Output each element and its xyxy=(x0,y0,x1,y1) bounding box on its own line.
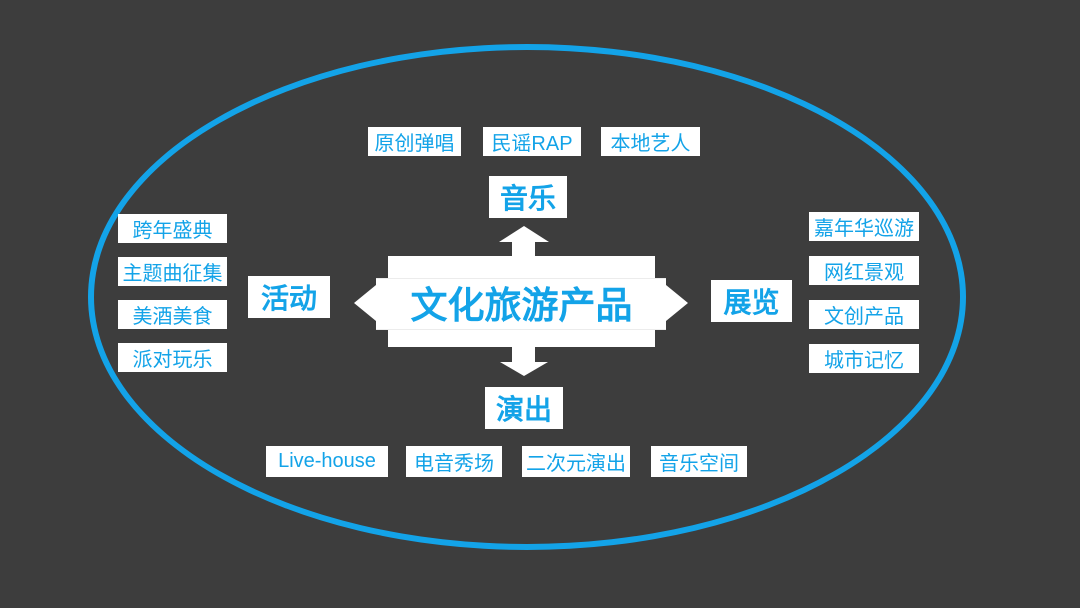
activity-item-newyear-gala: 跨年盛典 xyxy=(118,214,227,243)
exhibit-item-cultural-products: 文创产品 xyxy=(809,300,919,329)
music-item-original-singing: 原创弹唱 xyxy=(368,127,461,156)
branch-label-activities: 活动 xyxy=(248,276,330,318)
performance-item-music-space: 音乐空间 xyxy=(651,446,747,477)
up-arrowhead-icon xyxy=(499,226,549,242)
activity-item-food-wine: 美酒美食 xyxy=(118,300,227,329)
horizontal-arrow-shaft xyxy=(376,278,666,330)
left-arrowhead-icon xyxy=(354,285,376,321)
right-arrowhead-icon xyxy=(666,285,688,321)
activity-item-party-fun: 派对玩乐 xyxy=(118,343,227,372)
activity-item-theme-song: 主题曲征集 xyxy=(118,257,227,286)
performance-item-anime-show: 二次元演出 xyxy=(522,446,630,477)
branch-label-music: 音乐 xyxy=(489,176,567,218)
down-arrow-shaft xyxy=(512,346,535,363)
music-item-folk-rap: 民谣RAP xyxy=(483,127,581,156)
branch-label-exhibitions: 展览 xyxy=(711,280,792,322)
performance-item-edm-show: 电音秀场 xyxy=(406,446,502,477)
exhibit-item-carnival-parade: 嘉年华巡游 xyxy=(809,212,919,241)
exhibit-item-city-memory: 城市记忆 xyxy=(809,344,919,373)
performance-item-live-house: Live-house xyxy=(266,446,388,477)
center-title: 文化旅游产品 xyxy=(410,284,633,326)
ellipse-outline xyxy=(88,44,966,550)
exhibit-item-influencer-scenery: 网红景观 xyxy=(809,256,919,285)
down-arrowhead-icon xyxy=(500,362,548,376)
up-arrow-shaft xyxy=(512,241,535,257)
branch-label-performances: 演出 xyxy=(485,387,563,429)
music-item-local-artists: 本地艺人 xyxy=(601,127,700,156)
